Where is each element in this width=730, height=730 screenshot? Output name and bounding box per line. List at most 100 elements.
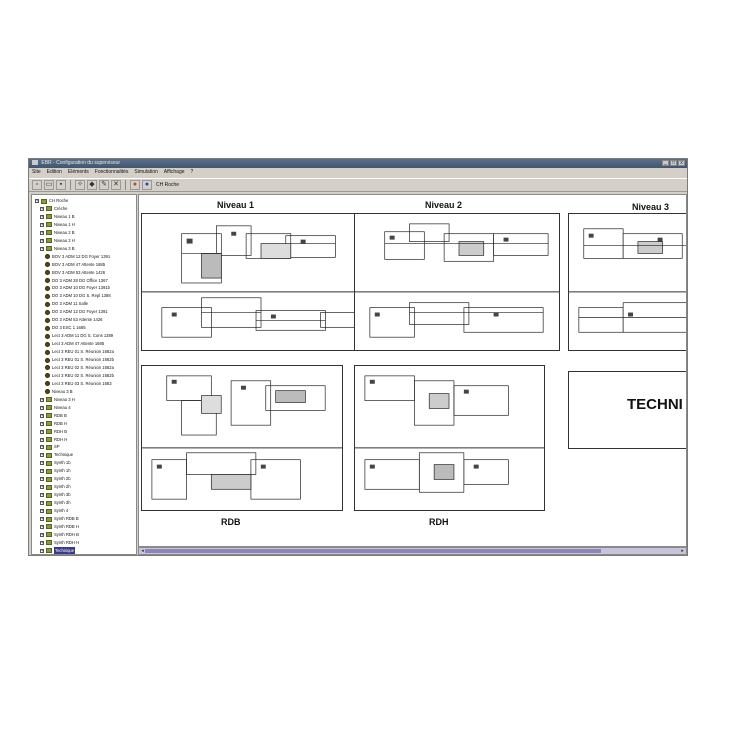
scroll-right-icon[interactable]: ▸	[681, 548, 684, 554]
minimize-button[interactable]: _	[662, 160, 669, 166]
tree-item[interactable]: +Niveau 2 H	[40, 237, 75, 245]
tree-item[interactable]: +RDB B	[40, 412, 67, 420]
tree-item[interactable]: +RDH B	[40, 428, 67, 436]
tree-item[interactable]: DO 3 ADM 11 Salle	[45, 300, 88, 308]
expand-toggle-icon[interactable]: +	[40, 412, 44, 418]
tree-item[interactable]: +Technique	[40, 451, 73, 459]
expand-toggle-icon[interactable]: +	[40, 508, 44, 514]
menu-help[interactable]: ?	[190, 169, 194, 175]
expand-toggle-icon[interactable]: +	[40, 229, 44, 235]
tree-item[interactable]: +Synth RDH H	[40, 539, 79, 547]
tree-item[interactable]: Lect 3 REU 03 S. Réunion 1683	[45, 380, 112, 388]
plan-panel-technique[interactable]: TECHNI	[568, 371, 686, 449]
expand-toggle-icon[interactable]: +	[40, 428, 44, 434]
tree-item[interactable]: +Niveau 1 B	[40, 213, 74, 221]
tree-item[interactable]: Lect 3 REU 02 S. Réunion 1682a	[45, 364, 114, 372]
expand-toggle-icon[interactable]: +	[40, 547, 44, 553]
globe-icon[interactable]: ●	[142, 180, 152, 190]
scroll-thumb[interactable]	[145, 549, 601, 553]
expand-toggle-icon[interactable]: +	[40, 436, 44, 442]
tree-item[interactable]: +Crèche	[40, 205, 68, 213]
tree-item[interactable]: +Niveau 1 H	[40, 221, 75, 229]
tree-item[interactable]: +Synth RDH B	[40, 531, 79, 539]
tree-item[interactable]: +Synth 1b	[40, 459, 71, 467]
tree-item[interactable]: Niveau 3 B	[45, 388, 72, 396]
expand-toggle-icon[interactable]: +	[40, 245, 44, 251]
tree-item[interactable]: +Synth RDB H	[40, 523, 79, 531]
tree-item[interactable]: +Niveau 4	[40, 404, 71, 412]
expand-toggle-icon[interactable]: +	[40, 237, 44, 243]
tree-item[interactable]: +Synth 2b	[40, 475, 71, 483]
tree-item[interactable]: +CH Roche	[35, 197, 68, 205]
tree-item[interactable]: DO 3 ADM 53 Attente 1426	[45, 316, 103, 324]
expand-toggle-icon[interactable]: +	[40, 420, 44, 426]
tree-item[interactable]: +SP	[40, 443, 60, 451]
tree-item[interactable]: DO 3 ADM 10 DG S. Repl 1388	[45, 292, 111, 300]
tree-item[interactable]: +Technique	[40, 546, 76, 554]
tree-item[interactable]: DO 3 ADM 28 DG Office 1367	[45, 277, 108, 285]
expand-toggle-icon[interactable]: +	[40, 396, 44, 402]
menu-site[interactable]: Site	[32, 169, 41, 175]
expand-toggle-icon[interactable]: +	[35, 198, 39, 203]
expand-toggle-icon[interactable]: +	[40, 484, 44, 490]
tree-item[interactable]: +Niveau 3 H	[40, 396, 75, 404]
pencil-icon[interactable]: ✎	[99, 180, 109, 190]
menu-affichage[interactable]: Affichage	[163, 169, 185, 175]
menu-fonctionnalites[interactable]: Fonctionnalités	[94, 169, 129, 175]
expand-toggle-icon[interactable]: +	[40, 476, 44, 482]
tree-item[interactable]: +Synth 4	[40, 507, 68, 515]
expand-toggle-icon[interactable]: +	[40, 205, 44, 211]
expand-toggle-icon[interactable]: +	[40, 444, 44, 450]
tree-item[interactable]: Lect 3 ADM 11 DG S. Cons 1389	[45, 332, 113, 340]
wand-icon[interactable]: ✧	[75, 180, 85, 190]
plan-panel-rdb[interactable]	[141, 365, 343, 511]
tree-item[interactable]: Lect 3 REU 01 S. Réunion 1682b	[45, 356, 114, 364]
tree-item[interactable]: DO 3 ADM 12 DG Foyer 1391	[45, 308, 108, 316]
scroll-left-icon[interactable]: ◂	[141, 548, 144, 554]
expand-toggle-icon[interactable]: +	[40, 213, 44, 219]
delete-icon[interactable]: ✕	[111, 180, 121, 190]
expand-toggle-icon[interactable]: +	[40, 460, 44, 466]
tree-item[interactable]: BOV 3 ADM 53 Attente 1426	[45, 269, 105, 277]
expand-toggle-icon[interactable]: +	[40, 404, 44, 410]
floor-plan-canvas[interactable]: Niveau 1	[138, 194, 687, 547]
menu-edition[interactable]: Edition	[46, 169, 62, 175]
tree-item[interactable]: +Synth RDB B	[40, 515, 79, 523]
plan-panel-rdh[interactable]	[354, 365, 545, 511]
horizontal-scrollbar[interactable]: ◂ ▸	[138, 547, 687, 555]
maximize-button[interactable]: □	[670, 160, 677, 166]
expand-toggle-icon[interactable]: +	[40, 531, 44, 537]
tree-item[interactable]: Lect 3 ADM 47 Attente 1685	[45, 340, 104, 348]
save-icon[interactable]: ▪	[56, 180, 66, 190]
tree-item[interactable]: Lect 3 REU 02 S. Réunion 1682b	[45, 372, 114, 380]
close-button[interactable]: x	[678, 160, 685, 166]
tree-item[interactable]: +Synth 3h	[40, 499, 71, 507]
new-icon[interactable]: ▫	[32, 180, 42, 190]
expand-toggle-icon[interactable]: +	[40, 523, 44, 529]
tree-item[interactable]: +Niveau 2 B	[40, 229, 74, 237]
plan-panel-niveau-2[interactable]	[354, 213, 560, 351]
tree-item[interactable]: Lect 3 REU 01 S. Réunion 1682a	[45, 348, 114, 356]
menu-elements[interactable]: Eléments	[67, 169, 89, 175]
tree-item[interactable]: BOV 3 ADM 12 DG Foyer 1391	[45, 253, 110, 261]
tree-item[interactable]: +RDH H	[40, 436, 67, 444]
tree-item[interactable]: +Niveau 3 B	[40, 245, 74, 253]
expand-toggle-icon[interactable]: +	[40, 468, 44, 474]
tree-item[interactable]: BOV 3 ADM 47 Attente 1685	[45, 261, 105, 269]
record-icon[interactable]: ●	[130, 180, 140, 190]
open-folder-icon[interactable]: ▭	[44, 180, 54, 190]
brush-icon[interactable]: ◆	[87, 180, 97, 190]
expand-toggle-icon[interactable]: +	[40, 500, 44, 506]
plan-panel-niveau-3[interactable]	[568, 213, 686, 351]
expand-toggle-icon[interactable]: +	[40, 492, 44, 498]
tree-item[interactable]: +RDB H	[40, 420, 67, 428]
tree-item[interactable]: DO 3 ADM 10 DG Foyer 1391b	[45, 284, 110, 292]
expand-toggle-icon[interactable]: +	[40, 539, 44, 545]
expand-toggle-icon[interactable]: +	[40, 221, 44, 227]
tree-item[interactable]: +Synth 1h	[40, 467, 71, 475]
tree-item[interactable]: +Synth 3b	[40, 491, 71, 499]
plan-panel-niveau-1[interactable]	[141, 213, 380, 351]
tree-item[interactable]: +Synth 2h	[40, 483, 71, 491]
expand-toggle-icon[interactable]: +	[40, 516, 44, 521]
expand-toggle-icon[interactable]: +	[40, 452, 44, 458]
